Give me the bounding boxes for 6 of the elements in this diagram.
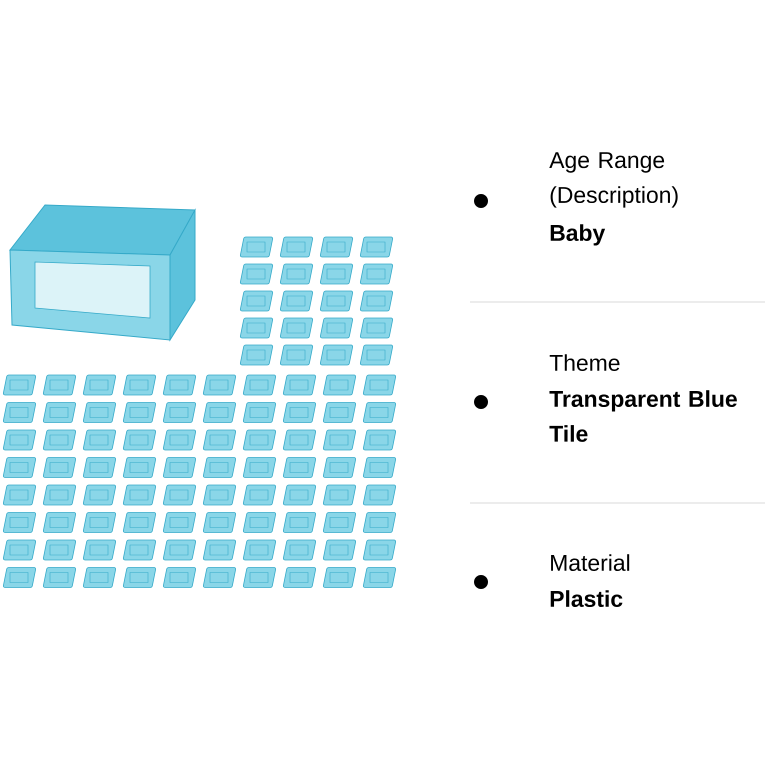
spec-label: Material xyxy=(551,554,630,572)
spec-value: Transparent Blue Tile xyxy=(549,390,737,442)
spec-label: Age Range (Description) xyxy=(549,152,678,208)
spec-value: Baby xyxy=(550,224,606,246)
spec-label: Theme xyxy=(550,354,620,372)
spec-value: Plastic xyxy=(550,590,622,608)
